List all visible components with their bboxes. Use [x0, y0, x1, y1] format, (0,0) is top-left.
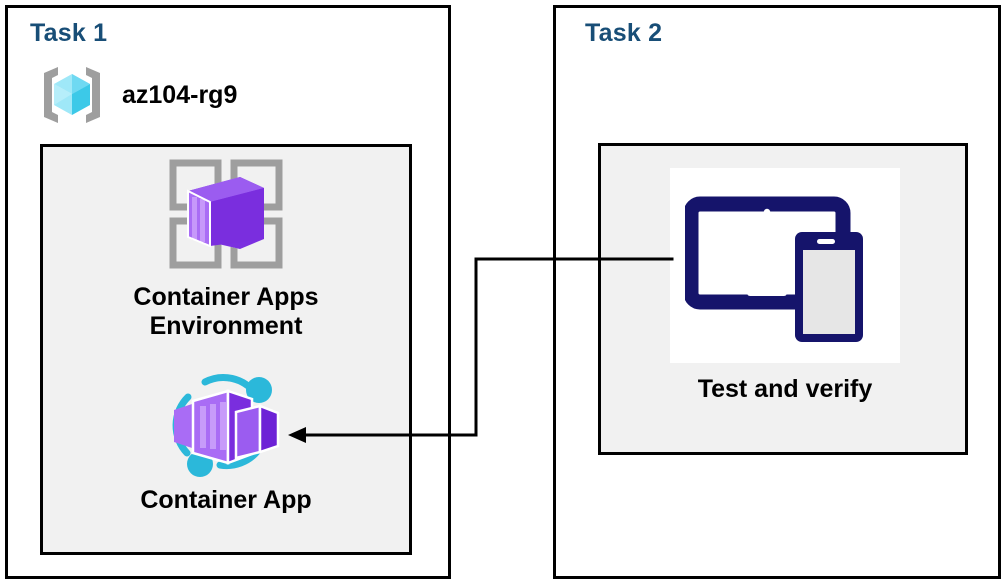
container-app-label: Container App: [140, 486, 312, 514]
resource-group-header: az104-rg9: [36, 62, 336, 128]
container-apps-environment-icon: [164, 155, 288, 273]
resource-group-name: az104-rg9: [122, 80, 238, 109]
resource-group-icon: [36, 63, 108, 127]
container-apps-environment-label: Container Apps Environment: [133, 283, 319, 340]
task2-title: Task 2: [585, 19, 663, 47]
container-app-icon: [160, 368, 292, 480]
node-test-and-verify: Test and verify: [640, 168, 930, 404]
devices-icon-plate: [670, 168, 900, 363]
node-container-apps-environment: Container Apps Environment: [60, 155, 392, 341]
test-and-verify-label: Test and verify: [697, 375, 873, 403]
node-container-app: Container App: [60, 368, 392, 515]
task1-title: Task 1: [30, 19, 108, 47]
devices-icon: [685, 186, 885, 346]
